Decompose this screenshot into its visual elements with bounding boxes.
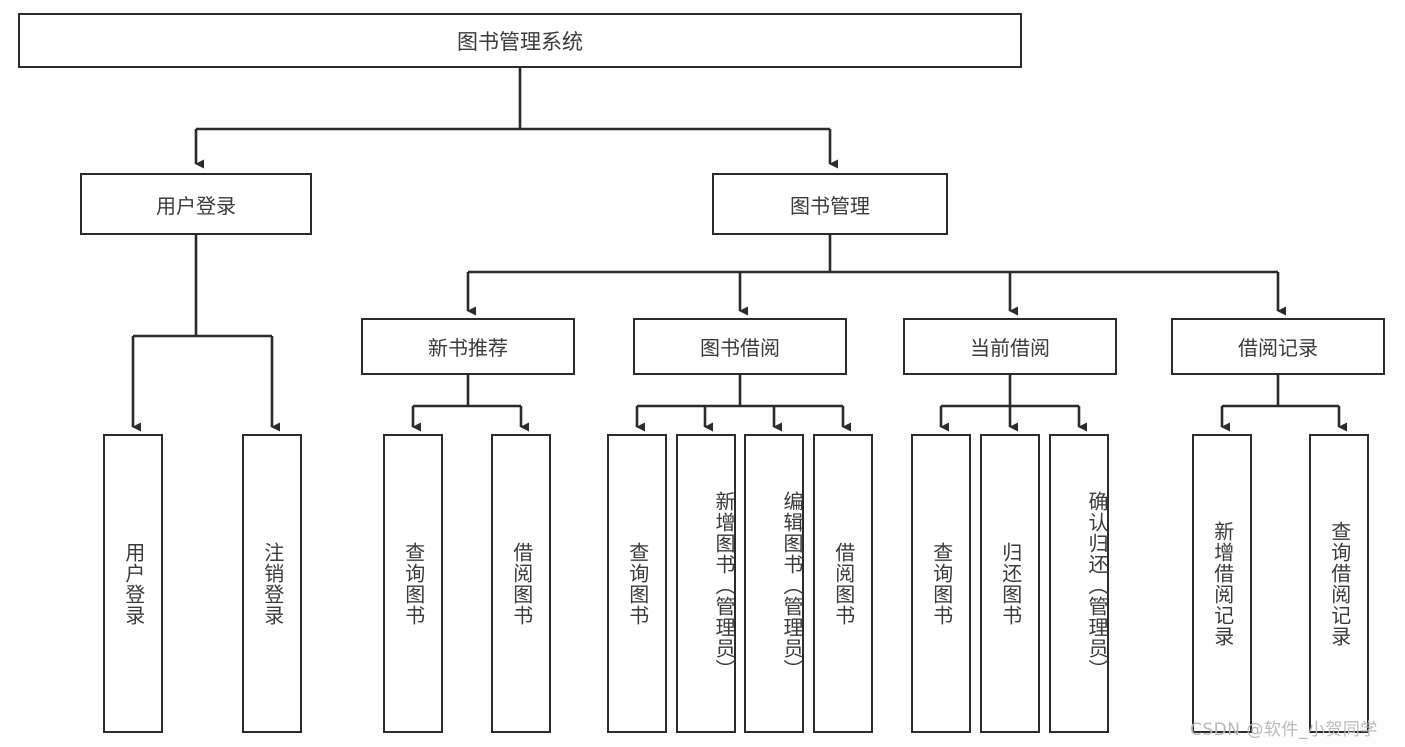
node-label: 图书管理系统 [457,29,583,54]
node-label: 图书管理 [790,193,870,218]
node-book-management[interactable]: 图书管理 [712,173,948,235]
node-label: 用户登录 [121,541,146,626]
node-leaf-return-book[interactable]: 归还图书 [980,434,1040,733]
node-leaf-borrow-book[interactable]: 借阅图书 [813,434,873,733]
node-leaf-query-borrow-record[interactable]: 查询借阅记录 [1309,434,1369,733]
node-leaf-borrow-book-recommend[interactable]: 借阅图书 [491,434,551,733]
node-label: 查询图书 [625,541,650,626]
node-label: 新增图书（管理员） [712,491,736,680]
node-label: 归还图书 [998,541,1023,626]
node-book-borrow[interactable]: 图书借阅 [633,318,847,375]
node-borrow-record[interactable]: 借阅记录 [1171,318,1385,375]
node-leaf-user-login[interactable]: 用户登录 [103,434,163,733]
node-label: 注销登录 [260,541,285,626]
node-leaf-query-book-current[interactable]: 查询图书 [911,434,971,733]
node-label: 借阅图书 [509,541,534,626]
node-leaf-logout[interactable]: 注销登录 [242,434,302,733]
csdn-watermark: CSDN @软件_小贺同学 [1190,720,1378,740]
node-user-login[interactable]: 用户登录 [80,173,312,235]
node-label: 查询图书 [401,541,426,626]
node-leaf-query-book-recommend[interactable]: 查询图书 [383,434,443,733]
node-leaf-confirm-return-admin[interactable]: 确认归还（管理员） [1049,434,1109,733]
node-label: 新书推荐 [428,336,508,360]
node-label: 新增借阅记录 [1210,520,1235,647]
node-label: 当前借阅 [970,336,1050,360]
node-label: 借阅记录 [1238,336,1318,360]
node-label: 确认归还（管理员） [1085,491,1109,680]
node-leaf-query-book-borrow[interactable]: 查询图书 [607,434,667,733]
node-current-borrow[interactable]: 当前借阅 [903,318,1117,375]
node-label: 编辑图书（管理员） [780,491,804,680]
node-leaf-edit-book-admin[interactable]: 编辑图书（管理员） [744,434,804,733]
node-leaf-add-borrow-record[interactable]: 新增借阅记录 [1192,434,1252,733]
node-label: 查询借阅记录 [1327,520,1352,647]
node-label: 借阅图书 [831,541,856,626]
node-new-book-recommendation[interactable]: 新书推荐 [361,318,575,375]
node-label: 图书借阅 [700,336,780,360]
node-leaf-add-book-admin[interactable]: 新增图书（管理员） [676,434,736,733]
node-label: 查询图书 [929,541,954,626]
node-label: 用户登录 [156,193,236,218]
node-root-library-management-system[interactable]: 图书管理系统 [18,13,1022,68]
